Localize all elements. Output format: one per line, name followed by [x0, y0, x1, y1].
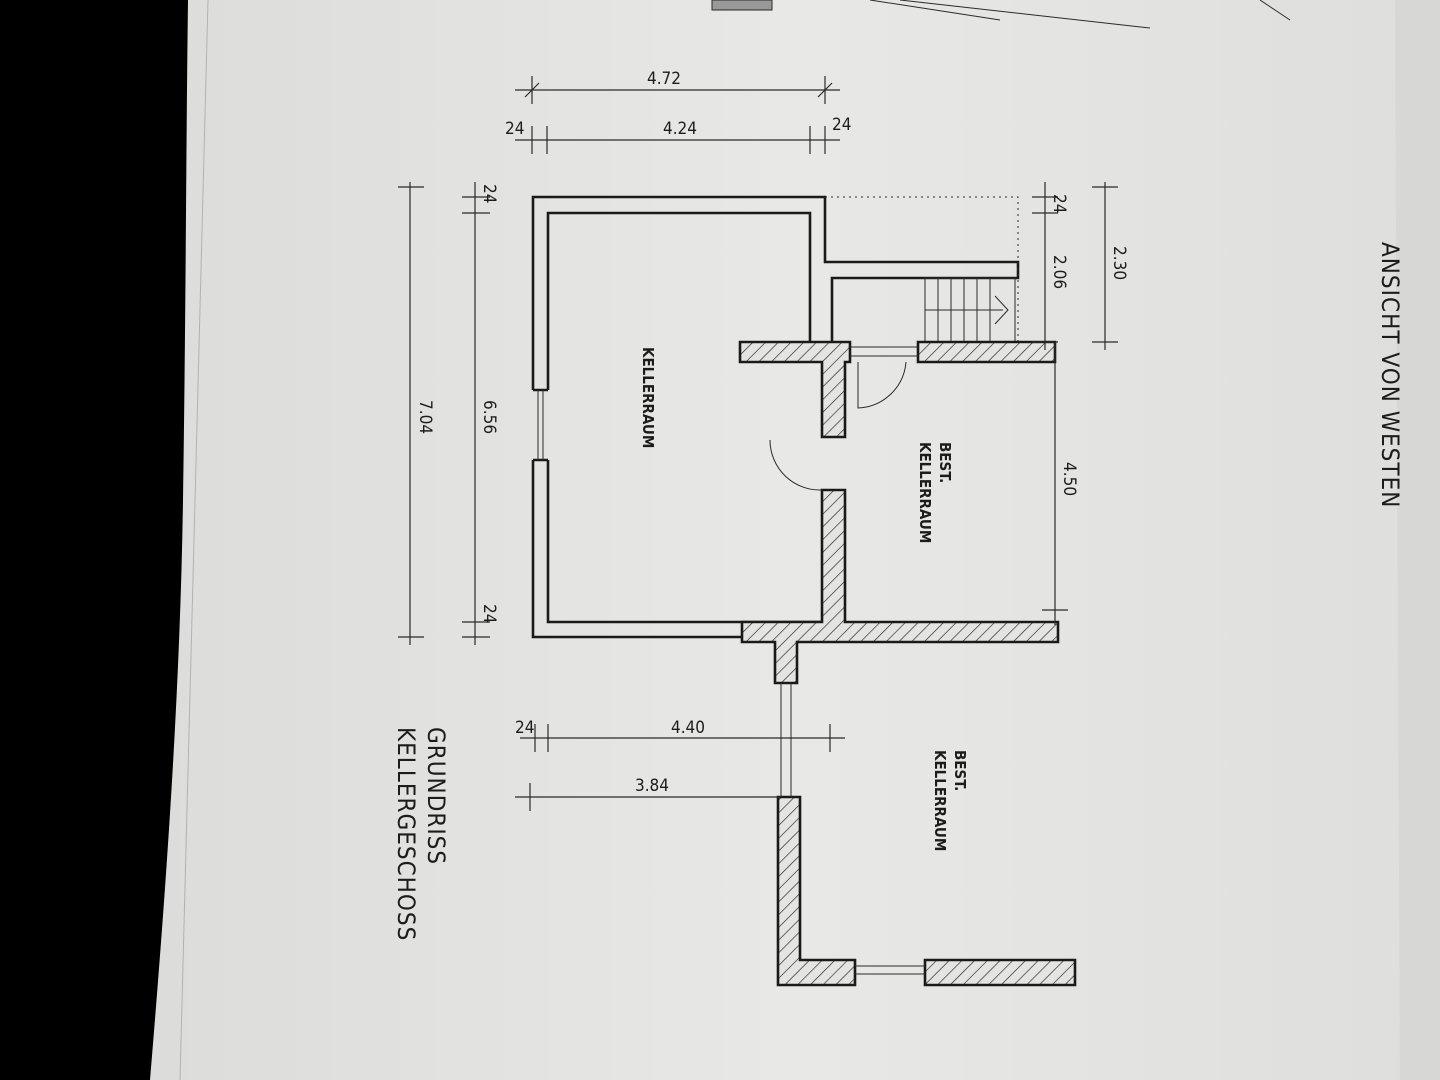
dim-stair-wall: 24 — [1049, 194, 1069, 213]
window-left — [537, 390, 544, 460]
room-existing-upper-line1: BEST. — [936, 442, 954, 483]
existing-walls — [738, 340, 1077, 987]
paper-sheet — [150, 0, 1440, 1080]
paper-edge-shadow — [1395, 0, 1440, 1080]
room-kellerraum: KELLERRAUM — [639, 347, 657, 448]
dim-lower-wall: 24 — [515, 718, 534, 738]
window-lower-left — [780, 683, 792, 797]
dimension-labels: 4.72 4.24 24 24 7.04 6.56 24 24 24 2.06 … — [415, 69, 1129, 796]
border-line — [179, 0, 209, 1080]
clipped-elevation-fragment — [711, 0, 1291, 29]
dim-existing-room-depth: 4.50 — [1059, 462, 1079, 496]
dimension-lines — [398, 76, 1118, 811]
dim-left-overall: 7.04 — [415, 400, 435, 434]
door-swing-middle — [769, 439, 823, 491]
door-swing-upper — [857, 361, 907, 409]
dim-top-right-wall: 24 — [832, 115, 851, 135]
dim-stair-overall: 2.30 — [1109, 246, 1129, 280]
window-bottom — [855, 965, 925, 975]
dim-top-left-wall: 24 — [505, 119, 524, 139]
openings — [769, 346, 925, 975]
room-existing-upper-line2: KELLERRAUM — [916, 442, 934, 543]
dim-top-overall: 4.72 — [647, 69, 681, 89]
dim-lower-window-offset: 3.84 — [635, 776, 669, 796]
new-cellar-walls — [531, 195, 1020, 639]
dim-left-top-wall: 24 — [479, 184, 499, 203]
dim-stair-inner: 2.06 — [1049, 255, 1069, 289]
room-labels: KELLERRAUM BEST. KELLERRAUM BEST. KELLER… — [639, 347, 969, 851]
dim-left-bottom-wall: 24 — [479, 604, 499, 623]
plan-title-line1: GRUNDRISS — [422, 727, 450, 865]
plan-title-line2: KELLERGESCHOSS — [392, 727, 420, 941]
room-existing-lower-line1: BEST. — [951, 750, 969, 791]
stair — [825, 196, 1019, 343]
room-existing-lower-line2: KELLERRAUM — [931, 750, 949, 851]
dim-left-inner: 6.56 — [479, 400, 499, 434]
view-title: ANSICHT VON WESTEN — [1376, 242, 1404, 508]
dim-top-inner: 4.24 — [663, 119, 697, 139]
dim-lower-overall: 4.40 — [671, 718, 705, 738]
